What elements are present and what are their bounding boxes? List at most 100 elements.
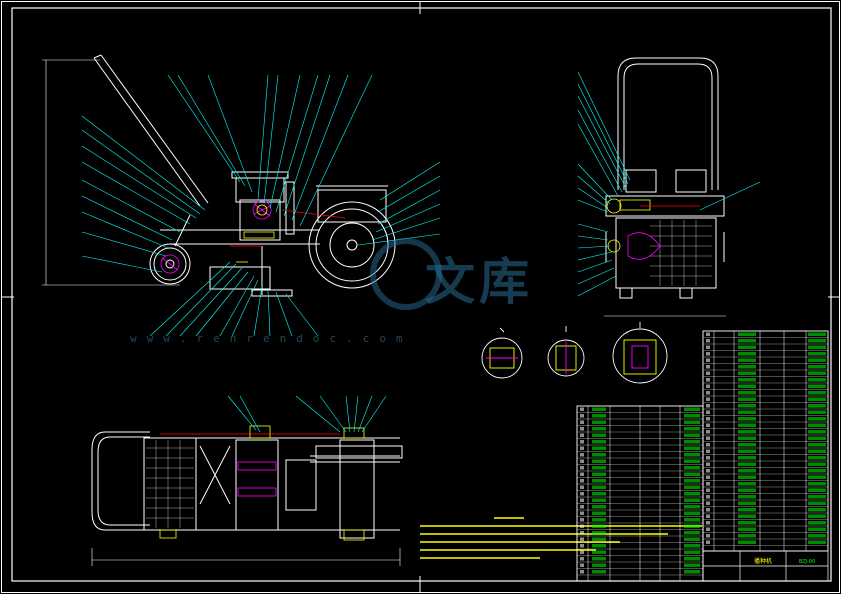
table-cell-mark <box>592 531 606 535</box>
table-cell-mark <box>738 495 756 499</box>
table-cell-mark <box>808 540 826 544</box>
table-cell-mark <box>706 365 710 369</box>
table-cell-mark <box>738 332 756 336</box>
table-cell-mark <box>592 492 606 496</box>
table-cell-mark <box>808 423 826 427</box>
table-cell-mark <box>592 485 606 489</box>
table-cell-mark <box>738 410 756 414</box>
table-cell-mark <box>808 345 826 349</box>
table-cell-mark <box>592 518 606 522</box>
table-cell-mark <box>808 462 826 466</box>
table-cell-mark <box>738 449 756 453</box>
table-cell-mark <box>580 518 584 522</box>
table-cell-mark <box>706 469 710 473</box>
table-cell-mark <box>580 550 584 554</box>
table-cell-mark <box>706 384 710 388</box>
table-cell-mark <box>592 537 606 541</box>
table-cell-mark <box>706 352 710 356</box>
table-cell-mark <box>580 440 584 444</box>
table-cell-mark <box>738 339 756 343</box>
table-cell-mark <box>592 511 606 515</box>
table-cell-mark <box>592 420 606 424</box>
table-cell-mark <box>580 427 584 431</box>
table-cell-mark <box>592 466 606 470</box>
table-cell-mark <box>592 563 606 567</box>
table-cell-mark <box>684 563 700 567</box>
table-cell-mark <box>592 427 606 431</box>
detail-views <box>481 322 668 384</box>
table-cell-mark <box>684 550 700 554</box>
table-cell-mark <box>684 453 700 457</box>
table-cell-mark <box>706 475 710 479</box>
table-cell-mark <box>592 453 606 457</box>
table-cell-mark <box>738 404 756 408</box>
table-cell-mark <box>580 570 584 574</box>
table-cell-mark <box>592 472 606 476</box>
drawing-number: BZJ-00 <box>799 559 815 565</box>
table-cell-mark <box>808 436 826 440</box>
front-view-leaders <box>577 71 761 297</box>
table-cell-mark <box>706 397 710 401</box>
table-cell-mark <box>706 462 710 466</box>
table-cell-mark <box>738 508 756 512</box>
table-cell-mark <box>580 563 584 567</box>
table-cell-mark <box>580 498 584 502</box>
table-cell-mark <box>592 446 606 450</box>
table-cell-mark <box>592 407 606 411</box>
table-cell-mark <box>706 527 710 531</box>
table-cell-mark <box>706 436 710 440</box>
table-cell-mark <box>738 423 756 427</box>
table-cell-mark <box>580 511 584 515</box>
table-cell-mark <box>706 449 710 453</box>
table-cell-mark <box>580 524 584 528</box>
table-cell-mark <box>706 521 710 525</box>
front-view <box>604 57 726 317</box>
table-cell-mark <box>592 557 606 561</box>
table-cell-mark <box>592 440 606 444</box>
table-cell-mark <box>706 332 710 336</box>
table-cell-mark <box>684 524 700 528</box>
table-cell-mark <box>706 488 710 492</box>
technical-notes <box>420 517 702 559</box>
table-cell-mark <box>808 508 826 512</box>
top-view-mesh-hatch <box>146 440 194 528</box>
table-cell-mark <box>738 488 756 492</box>
table-cell-mark <box>580 459 584 463</box>
table-cell-mark <box>706 514 710 518</box>
top-view <box>91 431 403 566</box>
table-cell-mark <box>808 410 826 414</box>
table-cell-mark <box>738 540 756 544</box>
table-cell-mark <box>808 384 826 388</box>
table-cell-mark <box>808 521 826 525</box>
table-cell-mark <box>684 466 700 470</box>
table-cell-mark <box>738 475 756 479</box>
table-cell-mark <box>738 527 756 531</box>
table-cell-mark <box>592 459 606 463</box>
table-cell-mark <box>706 339 710 343</box>
table-cell-mark <box>684 440 700 444</box>
table-cell-mark <box>706 410 710 414</box>
table-cell-mark <box>738 384 756 388</box>
title-block <box>702 550 829 582</box>
table-cell-mark <box>808 475 826 479</box>
table-cell-mark <box>684 498 700 502</box>
table-cell-mark <box>706 404 710 408</box>
table-cell-mark <box>808 371 826 375</box>
table-cell-mark <box>706 378 710 382</box>
table-cell-mark <box>706 508 710 512</box>
side-view-leaders <box>81 74 441 337</box>
table-cell-mark <box>808 417 826 421</box>
table-cell-mark <box>580 453 584 457</box>
table-cell-mark <box>706 371 710 375</box>
table-cell-mark <box>684 505 700 509</box>
table-cell-mark <box>738 397 756 401</box>
yellow-detail <box>236 204 275 263</box>
table-cell-mark <box>580 446 584 450</box>
table-cell-mark <box>580 537 584 541</box>
front-view-colored-parts <box>606 198 700 260</box>
table-cell-mark <box>580 414 584 418</box>
top-view-colored-parts <box>159 425 365 541</box>
table-cell-mark <box>738 469 756 473</box>
